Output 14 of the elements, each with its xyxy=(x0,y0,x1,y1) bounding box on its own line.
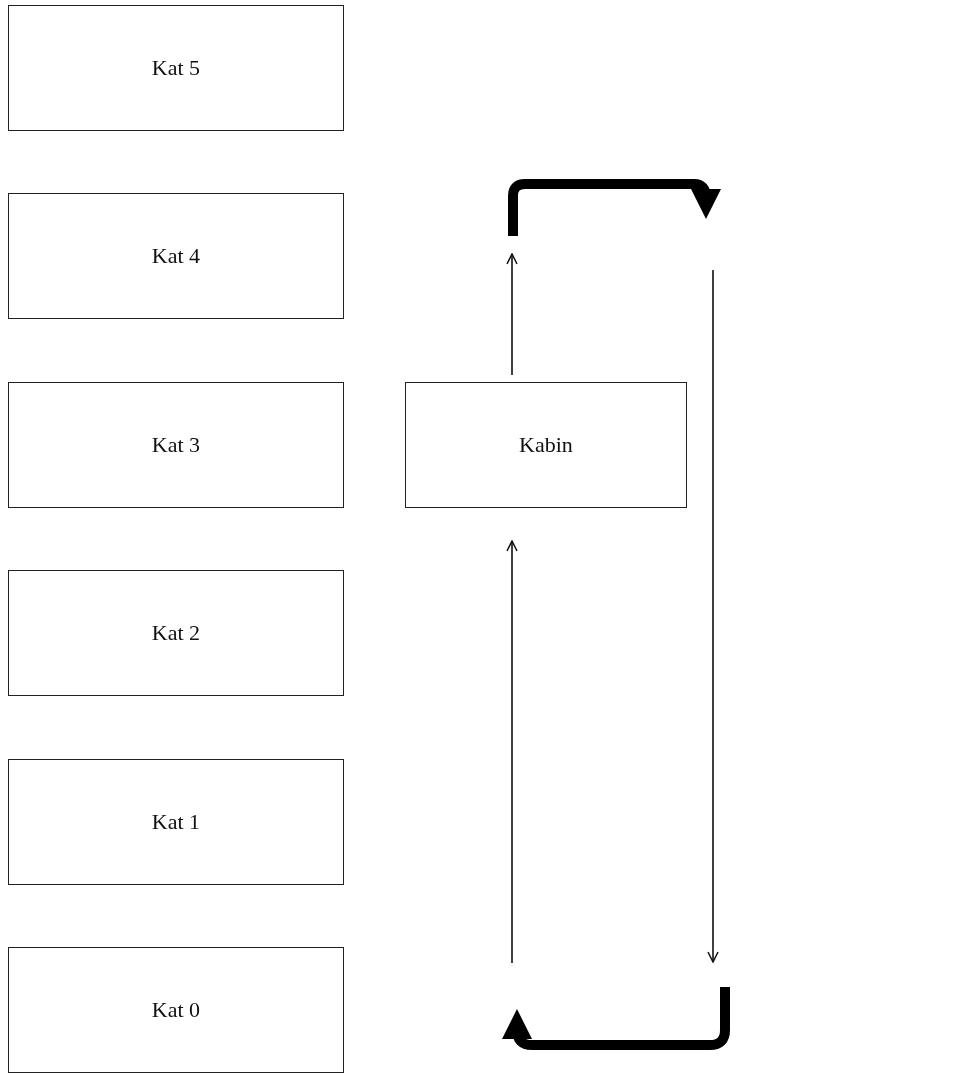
floor-label: Kat 2 xyxy=(151,620,201,646)
floor-box xyxy=(8,382,344,508)
floor-box xyxy=(8,5,344,131)
floor-box xyxy=(8,947,344,1073)
cabin-label: Kabin xyxy=(519,432,573,458)
floor-box xyxy=(8,759,344,885)
cabin-box xyxy=(405,382,687,508)
floor-label: Kat 5 xyxy=(151,55,201,81)
floor-box xyxy=(8,570,344,696)
floor-label: Kat 0 xyxy=(151,997,201,1023)
floor-box xyxy=(8,193,344,319)
floor-label: Kat 4 xyxy=(151,243,201,269)
floor-label: Kat 3 xyxy=(151,432,201,458)
floor-label: Kat 1 xyxy=(151,809,201,835)
